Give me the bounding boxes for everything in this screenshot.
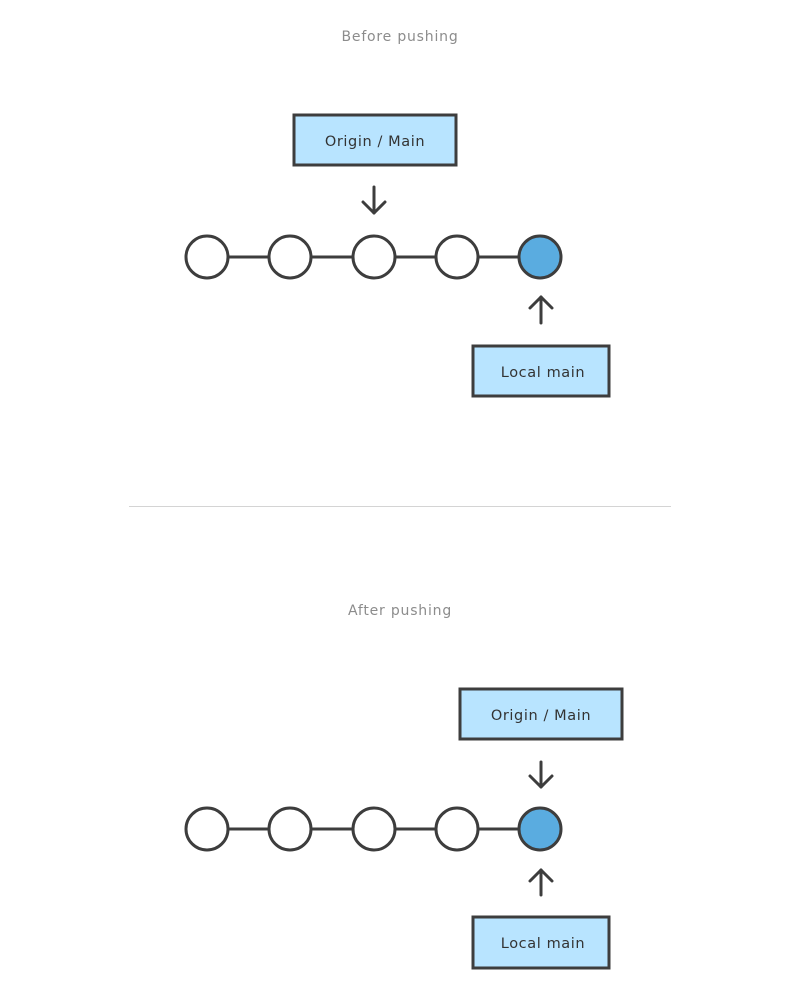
origin-main-text: Origin / Main [491, 708, 591, 724]
arrow-down-icon [528, 760, 554, 789]
local-main-text: Local main [501, 365, 585, 381]
after-pushing-caption: After pushing [347, 603, 453, 619]
commit-node [351, 806, 397, 852]
before-pushing-caption: Before pushing [341, 29, 459, 45]
arrow-up-icon [528, 295, 554, 325]
local-main-text: Local main [501, 936, 585, 952]
commit-node [184, 806, 230, 852]
section-divider [129, 506, 671, 507]
local-main-label: Local main [471, 344, 611, 398]
arrow-down-icon [361, 185, 387, 215]
before-pushing-diagram: Origin / Main Local main [184, 113, 611, 398]
head-commit-node [517, 806, 563, 852]
origin-main-label: Origin / Main [458, 687, 624, 741]
commit-chain [184, 234, 563, 280]
arrow-up-icon [528, 868, 554, 897]
origin-main-text: Origin / Main [325, 134, 425, 150]
commit-node [434, 806, 480, 852]
origin-main-box [292, 113, 458, 167]
commit-node [434, 234, 480, 280]
commit-chain [184, 806, 563, 852]
local-main-box [471, 915, 611, 970]
commit-node [267, 234, 313, 280]
commit-node [267, 806, 313, 852]
origin-main-box [458, 687, 624, 741]
after-pushing-diagram: Origin / Main Local main [184, 687, 624, 970]
local-main-label: Local main [471, 915, 611, 970]
local-main-box [471, 344, 611, 398]
commit-node [184, 234, 230, 280]
origin-main-label: Origin / Main [292, 113, 458, 167]
head-commit-node [517, 234, 563, 280]
commit-node [351, 234, 397, 280]
